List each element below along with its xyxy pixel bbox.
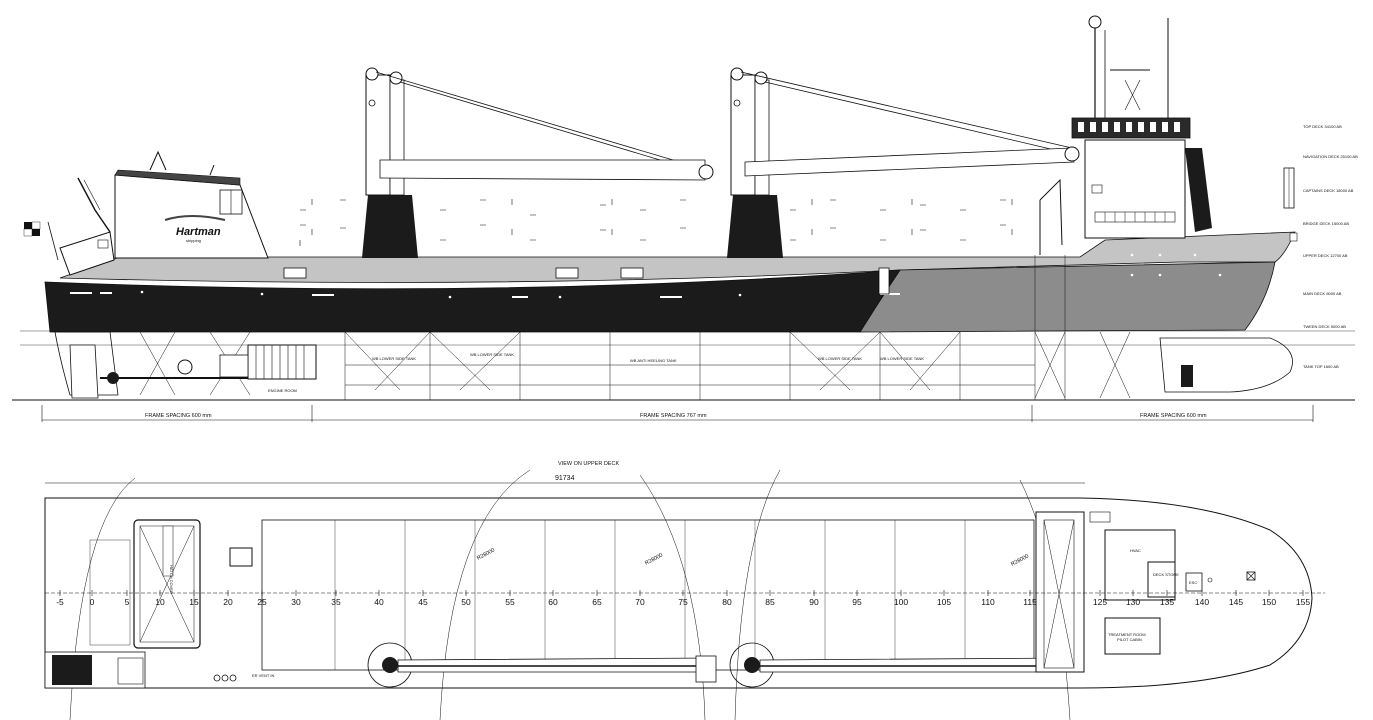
room-hvac: HVAC — [1130, 548, 1141, 553]
aft-deck-area — [89, 539, 131, 646]
er-vent-label: ER VENT IN — [252, 673, 274, 678]
frame-number: 45 — [418, 597, 428, 607]
hull-hatch-2 — [555, 267, 579, 279]
profile-view: ENGINE ROOM WB LOWER SIDE TANK WB LOWER … — [12, 15, 1358, 422]
deck-level-6: MAIN DECK 8000 AB — [1303, 291, 1342, 296]
tank-label-4: WB LOWER SIDE TANK — [818, 356, 862, 361]
frame-number: 135 — [1160, 597, 1174, 607]
frame-spacing-fwd: FRAME SPACING 600 mm — [1140, 413, 1207, 419]
lifeboat — [59, 177, 115, 276]
frame-number: 80 — [722, 597, 732, 607]
frame-number: 130 — [1126, 597, 1140, 607]
frame-number: 20 — [223, 597, 233, 607]
deck-level-4: BRIDGE DECK 15000 AB — [1303, 221, 1349, 226]
bulbous-bow — [1159, 337, 1293, 393]
frame-number: 115 — [1023, 597, 1037, 607]
forward-superstructure — [1039, 15, 1298, 387]
hull-upper-band — [59, 231, 1296, 283]
rudder — [69, 344, 99, 399]
frame-number: 5 — [125, 597, 130, 607]
frame-number: 100 — [894, 597, 908, 607]
deck-level-8: TANK TOP 1600 AB — [1303, 364, 1339, 369]
hatch-panels — [334, 520, 966, 670]
frame-number: 125 — [1093, 597, 1107, 607]
frame-numbers: -5 0 5 10 15 20 25 30 35 40 45 50 55 60 65 70 75 80 85 90 95… — [56, 590, 1310, 607]
aft-hatch: HATCH COVER — [133, 519, 201, 649]
frame-number: 65 — [592, 597, 602, 607]
frame-number: 15 — [189, 597, 199, 607]
crane-2 — [727, 67, 1080, 258]
stern-flag — [23, 221, 59, 261]
forward-rooms: HVAC DECK STORE TREATMENT ROOM PILOT CAB… — [1104, 529, 1256, 655]
frame-number: 10 — [155, 597, 165, 607]
frame-number: 145 — [1229, 597, 1243, 607]
engine-room: ENGINE ROOM — [100, 344, 317, 393]
deck-level-5: UPPER DECK 12700 AB — [1303, 253, 1348, 258]
tank-label-2: WB LOWER SIDE TANK — [470, 352, 514, 357]
frame-number: 70 — [635, 597, 645, 607]
plan-view: VIEW ON UPPER DECK 91734 — [44, 461, 1325, 720]
frame-spacing-dims — [41, 405, 1314, 422]
hull-markings — [70, 253, 1222, 299]
frame-number: 75 — [678, 597, 688, 607]
deck-level-1: TOP DECK 34100 AB — [1303, 124, 1342, 129]
hull-forward-grey — [859, 261, 1276, 333]
frame-number: 155 — [1296, 597, 1310, 607]
frame-number: 55 — [505, 597, 515, 607]
frame-number: 140 — [1195, 597, 1209, 607]
hull-dark — [44, 269, 901, 333]
brand-name: Hartman — [176, 226, 221, 238]
hull-hatch-4 — [878, 267, 890, 295]
room-treatment: TREATMENT ROOM — [1108, 632, 1146, 637]
tank-labels: WB LOWER SIDE TANK WB LOWER SIDE TANK WB… — [372, 352, 924, 363]
frame-number: 25 — [257, 597, 267, 607]
frame-number: 85 — [765, 597, 775, 607]
aft-deckhouse: Hartman shipping — [114, 150, 269, 259]
frame-number: 60 — [548, 597, 558, 607]
room-esc: ESC — [1189, 580, 1197, 585]
frame-number: 30 — [291, 597, 301, 607]
room-deck-store: DECK STORE — [1153, 572, 1179, 577]
frame-number: 105 — [937, 597, 951, 607]
plan-crane-1 — [367, 642, 717, 688]
frame-number: 95 — [852, 597, 862, 607]
deck-level-2: NAVIGATION DECK 25100 AB — [1303, 154, 1358, 159]
frame-number: 110 — [981, 597, 995, 607]
frame-number: 0 — [90, 597, 95, 607]
internal-structure — [139, 255, 1131, 400]
tank-label-3: WB ANTI HEELING TANK — [630, 358, 677, 363]
frame-number: 50 — [461, 597, 471, 607]
crane-1 — [362, 67, 714, 258]
hatch-label: HATCH COVER — [169, 565, 174, 594]
tank-label-5: WB LOWER SIDE TANK — [880, 356, 924, 361]
plan-crane-2 — [729, 642, 1071, 688]
tank-label-1: WB LOWER SIDE TANK — [372, 356, 416, 361]
frame-spacing-aft: FRAME SPACING 600 mm — [145, 413, 212, 419]
hull-hatch-1 — [283, 267, 307, 279]
frame-number: 150 — [1262, 597, 1276, 607]
deck-level-7: TWEEN DECK 5000 AB — [1303, 324, 1346, 329]
aft-deck-box — [229, 547, 253, 567]
frame-number: 90 — [809, 597, 819, 607]
stern-detail: ER VENT IN — [44, 651, 274, 689]
plan-title: VIEW ON UPPER DECK — [558, 461, 619, 467]
forward-structure — [1035, 511, 1111, 673]
stern-skeg — [54, 331, 119, 396]
deck-levels: TOP DECK 34100 AB NAVIGATION DECK 25100 … — [1303, 124, 1358, 369]
engine-room-label: ENGINE ROOM — [268, 388, 297, 393]
frame-number: 35 — [331, 597, 341, 607]
frame-number: 40 — [374, 597, 384, 607]
room-pilot-cabin: PILOT CABIN — [1117, 637, 1142, 642]
overall-dimension: 91734 — [555, 475, 575, 482]
hull-hatch-3 — [620, 267, 644, 279]
brand-tagline: shipping — [186, 238, 201, 243]
deck-level-3: CAPTAINS DECK 18000 AB — [1303, 188, 1354, 193]
frame-number: -5 — [56, 597, 64, 607]
frame-spacing-mid: FRAME SPACING 767 mm — [640, 413, 707, 419]
